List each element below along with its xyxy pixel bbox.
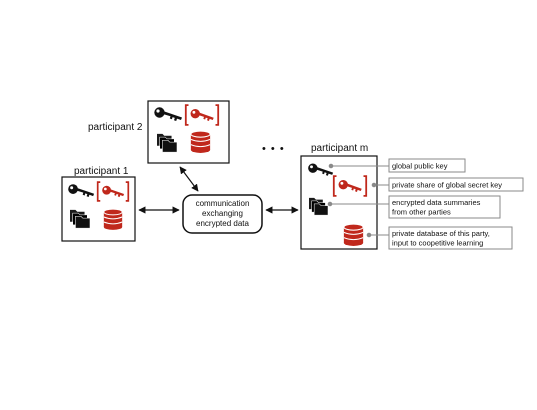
participant-m-label: participant m	[311, 143, 368, 154]
database-icon	[103, 208, 123, 231]
callout-summaries-line1: encrypted data summaries	[392, 198, 481, 207]
communication-hub	[182, 194, 263, 234]
callout-database-line1: private database of this party,	[392, 229, 490, 238]
callout-database-line2: input to coopetitive learning	[392, 239, 483, 248]
callout-box-summaries	[388, 195, 501, 219]
hub-line-2: exchanging	[202, 209, 243, 218]
callout-summaries-line2: from other parties	[392, 208, 451, 217]
callout-public-key: global public key	[392, 162, 448, 171]
ellipsis: • • •	[262, 143, 285, 155]
database-icon	[190, 130, 211, 154]
participant-2-label: participant 2	[88, 122, 143, 133]
callout-box-secret-share	[388, 177, 524, 192]
callout-box-database	[388, 226, 513, 250]
callout-box-public-key	[388, 158, 466, 173]
arrow-participant-2-hub	[179, 166, 199, 192]
callout-secret-share: private share of global secret key	[392, 181, 502, 190]
hub-line-3: encrypted data	[196, 219, 249, 228]
participant-1-label: participant 1	[74, 166, 129, 177]
hub-line-1: communication	[196, 199, 250, 208]
database-icon	[343, 223, 364, 247]
